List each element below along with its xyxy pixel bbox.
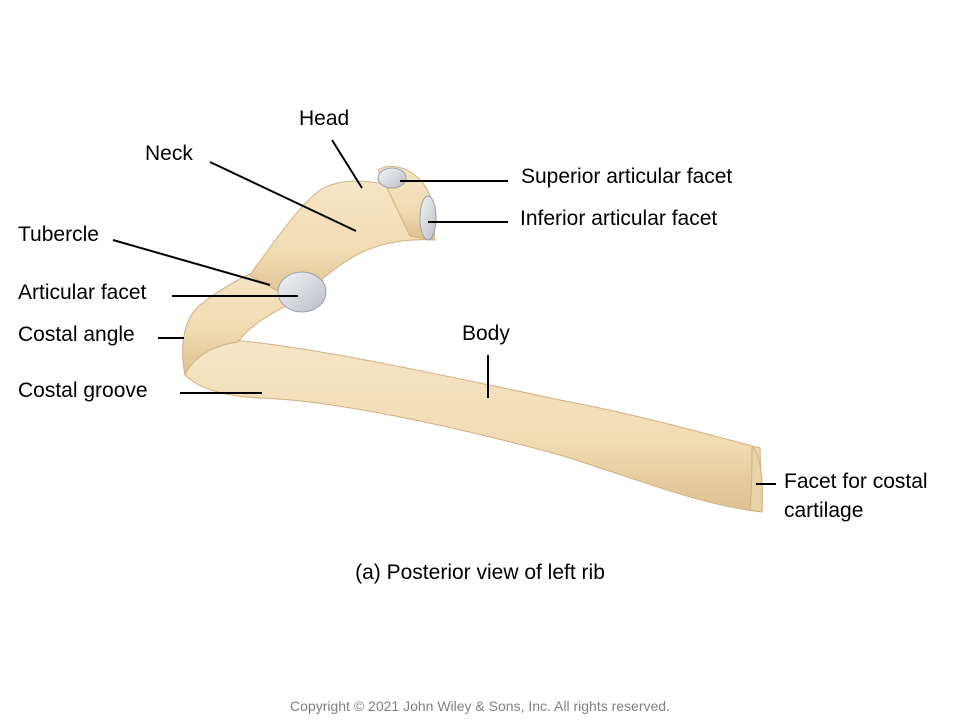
copyright-notice: Copyright © 2021 John Wiley & Sons, Inc.… [290, 698, 670, 714]
superior-articular-facet-shape [377, 167, 407, 189]
label-head: Head [299, 107, 350, 130]
label-facet-costal-cartilage-line2: cartilage [784, 499, 864, 522]
label-costal-groove: Costal groove [18, 379, 148, 402]
label-costal-angle: Costal angle [18, 323, 135, 346]
leader-neck [209, 161, 357, 232]
rib-body [184, 339, 763, 513]
leader-tubercle [112, 239, 271, 286]
label-tubercle: Tubercle [18, 223, 99, 246]
tubercle-articular-facet-shape [277, 271, 327, 313]
figure-caption: (a) Posterior view of left rib [355, 561, 605, 584]
label-facet-costal-cartilage-line1: Facet for costal [784, 470, 928, 493]
label-neck: Neck [145, 142, 193, 165]
leader-head [331, 139, 363, 189]
rib-sternal-end [749, 446, 763, 513]
label-superior-articular-facet: Superior articular facet [521, 165, 733, 188]
label-articular-facet: Articular facet [18, 281, 147, 304]
inferior-articular-facet-shape [419, 195, 437, 241]
label-body: Body [462, 322, 510, 345]
label-inferior-articular-facet: Inferior articular facet [520, 207, 718, 230]
